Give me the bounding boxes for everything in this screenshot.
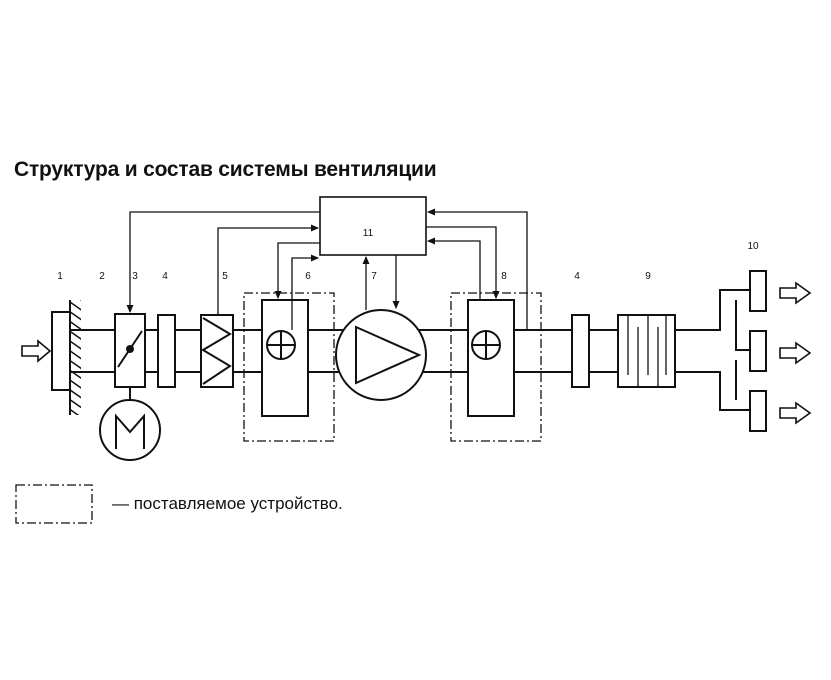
label-10: 10 <box>747 241 759 252</box>
label-9: 9 <box>645 271 651 282</box>
cooler <box>450 292 542 442</box>
control-lines <box>126 208 528 330</box>
label-4-left: 4 <box>162 271 168 282</box>
inlet-arrow-icon <box>21 339 52 363</box>
diagram-title: Структура и состав системы вентиляции <box>14 158 437 181</box>
label-7: 7 <box>371 271 377 282</box>
intake-grille <box>51 300 81 415</box>
outlet-arrow-icon <box>779 281 812 305</box>
heater <box>243 292 335 442</box>
filter-right <box>571 314 590 388</box>
label-3: 3 <box>132 271 138 282</box>
air-damper <box>99 313 161 461</box>
label-5: 5 <box>222 271 228 282</box>
fan <box>335 309 427 401</box>
label-1: 1 <box>57 271 63 282</box>
control-unit <box>319 196 427 256</box>
air-distribution-outlets <box>675 270 812 432</box>
label-8: 8 <box>501 271 507 282</box>
component-labels: 1 2 3 4 5 6 7 8 4 9 10 11 <box>57 228 759 282</box>
label-4-right: 4 <box>574 271 580 282</box>
legend-label: — поставляемое устройство. <box>112 494 343 513</box>
label-2: 2 <box>99 271 105 282</box>
label-11: 11 <box>363 228 374 239</box>
outlet-arrow-icon <box>779 401 812 425</box>
legend-dashed-box <box>15 484 93 524</box>
bag-filter <box>200 314 234 388</box>
outlet-arrow-icon <box>779 341 812 365</box>
silencer <box>617 314 676 388</box>
label-6: 6 <box>305 271 311 282</box>
filter-left <box>157 314 176 388</box>
